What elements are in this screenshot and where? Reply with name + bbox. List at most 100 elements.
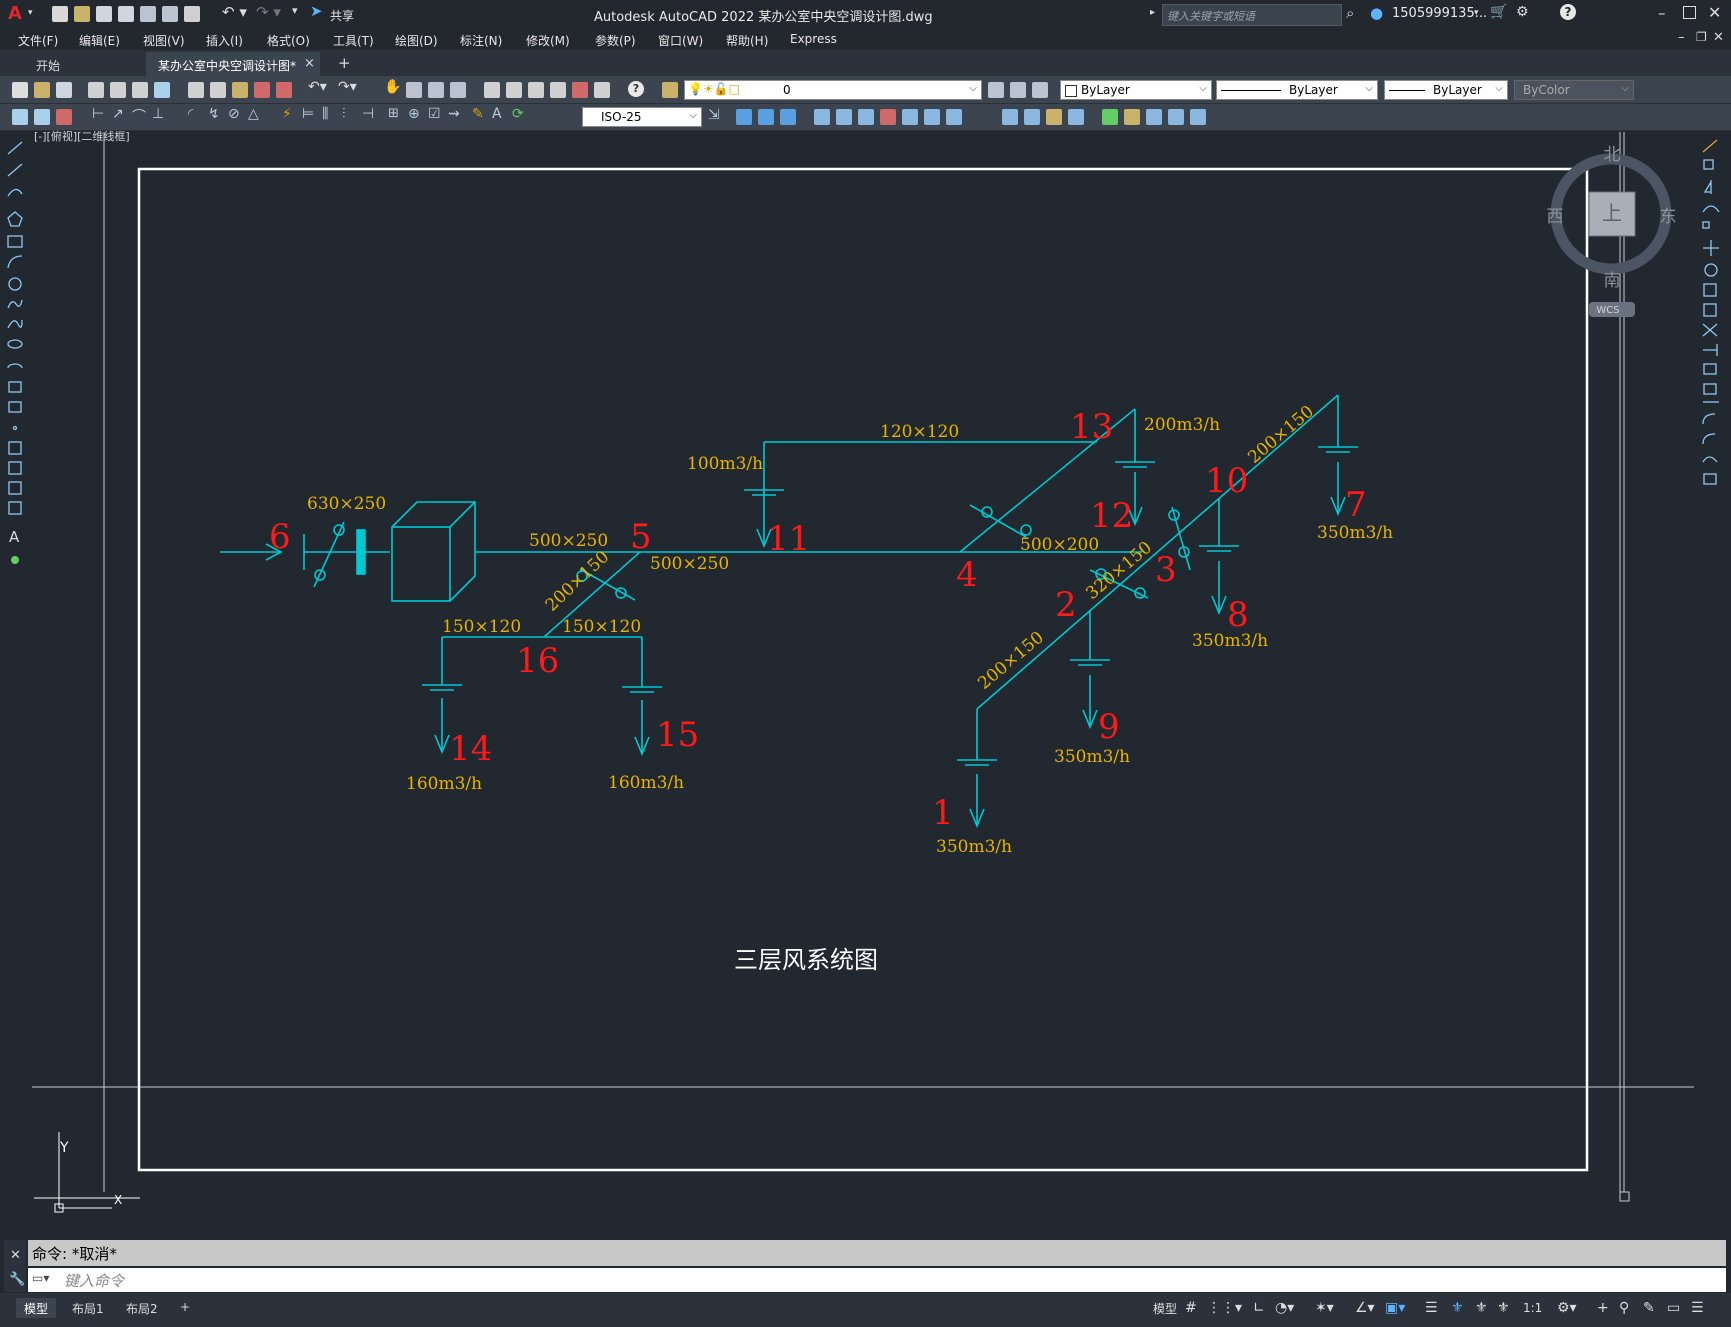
- new-tab-button[interactable]: +: [338, 54, 351, 72]
- qnew-icon[interactable]: [12, 82, 28, 98]
- plot-tool-icon[interactable]: [88, 82, 104, 98]
- plot-icon[interactable]: [184, 6, 200, 22]
- dim-text-edit-icon[interactable]: A: [492, 106, 502, 122]
- dim-jogged-icon[interactable]: ↯: [208, 106, 220, 122]
- render-icon-2[interactable]: [1124, 109, 1140, 125]
- dim-update-icon[interactable]: ⟳: [512, 106, 524, 122]
- save-web-icon[interactable]: [162, 6, 178, 22]
- plotstyle-dropdown[interactable]: ByColor ⌵: [1514, 80, 1634, 100]
- annotation-scale-icon[interactable]: ⚜: [1497, 1300, 1510, 1316]
- viewport-controls[interactable]: [-][俯视][二维线框]: [34, 130, 130, 143]
- save-icon[interactable]: [96, 6, 112, 22]
- menu-tools[interactable]: 工具(T): [333, 34, 374, 48]
- add-layout-button[interactable]: +: [180, 1300, 191, 1314]
- markup-icon[interactable]: [572, 82, 588, 98]
- layer-iso-icon[interactable]: [1032, 82, 1048, 98]
- menu-insert[interactable]: 插入(I): [206, 34, 243, 48]
- minimize-icon[interactable]: –: [1658, 4, 1666, 22]
- undo-icon[interactable]: ↶ ▾: [222, 3, 247, 21]
- menu-format[interactable]: 格式(O): [267, 34, 310, 48]
- menu-express[interactable]: Express: [790, 32, 837, 46]
- visual-style-icon-1[interactable]: [1002, 109, 1018, 125]
- save-as-icon[interactable]: [118, 6, 134, 22]
- 3d-print-icon[interactable]: [154, 82, 170, 98]
- units-icon[interactable]: ⚲: [1619, 1300, 1630, 1316]
- ucs-icon-2[interactable]: [836, 109, 852, 125]
- visual-style-icon-4[interactable]: [1068, 109, 1084, 125]
- viewcube[interactable]: 上 北 南 东 西 WCS: [1547, 145, 1677, 317]
- user-menu-arrow-icon[interactable]: ▾: [1474, 8, 1479, 18]
- zoom-realtime-icon[interactable]: [406, 82, 422, 98]
- design-center-icon[interactable]: [506, 82, 522, 98]
- app-menu-arrow-icon[interactable]: ▾: [28, 8, 33, 18]
- isolate-objects-icon[interactable]: ✎: [1643, 1300, 1655, 1316]
- osnap-tracking-icon[interactable]: ∠▾: [1355, 1300, 1375, 1316]
- menu-view[interactable]: 视图(V): [143, 34, 185, 48]
- search-expand-icon[interactable]: ▸: [1150, 7, 1156, 18]
- menu-parametric[interactable]: 参数(P): [595, 34, 636, 48]
- annotation-monitor-icon[interactable]: +: [1597, 1300, 1609, 1316]
- lineweight-icon[interactable]: ☰: [1425, 1300, 1438, 1316]
- workspace-switch-icon[interactable]: ⚙▾: [1557, 1300, 1577, 1316]
- grid-icon[interactable]: #: [1185, 1300, 1197, 1316]
- render-icon-5[interactable]: [1190, 109, 1206, 125]
- tab-layout2[interactable]: 布局2: [126, 1302, 158, 1316]
- ortho-icon[interactable]: ∟: [1253, 1300, 1265, 1316]
- model-space-toggle[interactable]: 模型: [1153, 1302, 1178, 1316]
- block-editor-icon[interactable]: [276, 82, 292, 98]
- tab-model[interactable]: 模型: [16, 1298, 57, 1318]
- command-panel-handle[interactable]: ✕ 🔧: [4, 1240, 26, 1292]
- pan-icon[interactable]: ✋: [384, 79, 402, 95]
- autodesk-app-icon[interactable]: ⚙: [1516, 4, 1529, 20]
- open-icon[interactable]: [34, 82, 50, 98]
- render-icon-3[interactable]: [1146, 109, 1162, 125]
- model-space-canvas[interactable]: [-][俯视][二维线框] Y X 上 北 南 东 西 WCS: [32, 130, 1694, 1231]
- layer-previous-icon[interactable]: [1010, 82, 1026, 98]
- customization-icon[interactable]: ☰: [1691, 1300, 1704, 1316]
- menu-window[interactable]: 窗口(W): [658, 34, 704, 48]
- command-input[interactable]: ▭▾ 键入命令: [28, 1268, 1726, 1292]
- command-prompt-icon[interactable]: ▭▾: [32, 1271, 50, 1285]
- search-box[interactable]: 键入关键字或短语: [1162, 4, 1342, 26]
- workspace-icon[interactable]: [12, 109, 28, 125]
- layer-dropdown[interactable]: 💡☀🔓□ 0 ⌵: [684, 80, 982, 100]
- menu-dimension[interactable]: 标注(N): [460, 34, 503, 48]
- menu-edit[interactable]: 编辑(E): [79, 34, 120, 48]
- 3d-view-icon-1[interactable]: [736, 109, 752, 125]
- 3d-view-icon-3[interactable]: [780, 109, 796, 125]
- doc-restore-icon[interactable]: ❐: [1696, 30, 1707, 44]
- dimstyle-dropdown[interactable]: ISO-25 ⌵: [582, 107, 702, 127]
- qsave-icon[interactable]: [56, 82, 72, 98]
- layer-properties-icon[interactable]: [662, 82, 678, 98]
- tool-palettes-icon[interactable]: [528, 82, 544, 98]
- search-icon[interactable]: ⌕: [1346, 4, 1355, 22]
- dim-break-icon[interactable]: ⊣: [362, 106, 375, 122]
- app-logo[interactable]: A: [8, 3, 22, 24]
- osnap-icon[interactable]: ▣▾: [1385, 1300, 1406, 1316]
- ucs-icon-5[interactable]: [902, 109, 918, 125]
- ucs-icon-4[interactable]: [880, 109, 896, 125]
- dim-style-manager-icon[interactable]: ⇲: [708, 107, 720, 123]
- annotation-scale-value[interactable]: 1:1: [1523, 1301, 1543, 1315]
- search-input[interactable]: 键入关键字或短语: [1167, 10, 1255, 23]
- dim-arc-icon[interactable]: ⌒: [132, 109, 146, 125]
- properties-icon[interactable]: [484, 82, 500, 98]
- dim-ordinate-icon[interactable]: ⊥: [152, 106, 165, 122]
- preview-icon[interactable]: [110, 82, 126, 98]
- doc-close-icon[interactable]: ✕: [1713, 30, 1724, 45]
- tb-help-icon[interactable]: ?: [628, 81, 644, 97]
- ucs-icon-3[interactable]: [858, 109, 874, 125]
- render-icon-4[interactable]: [1168, 109, 1184, 125]
- visual-style-icon-2[interactable]: [1024, 109, 1040, 125]
- 3d-view-icon-2[interactable]: [758, 109, 774, 125]
- new-file-icon[interactable]: [52, 6, 68, 22]
- open-file-icon[interactable]: [74, 6, 90, 22]
- tab-start[interactable]: 开始: [24, 52, 146, 75]
- dim-baseline-icon[interactable]: ⊨: [302, 106, 315, 122]
- customize-command-icon[interactable]: 🔧: [9, 1272, 26, 1287]
- linetype-dropdown[interactable]: ByLayer ⌵: [1216, 80, 1378, 100]
- copy-icon[interactable]: [210, 82, 226, 98]
- paste-icon[interactable]: [232, 82, 248, 98]
- annotation-visibility-icon[interactable]: ⚜: [1451, 1300, 1464, 1316]
- dim-angular-icon[interactable]: △: [248, 106, 259, 122]
